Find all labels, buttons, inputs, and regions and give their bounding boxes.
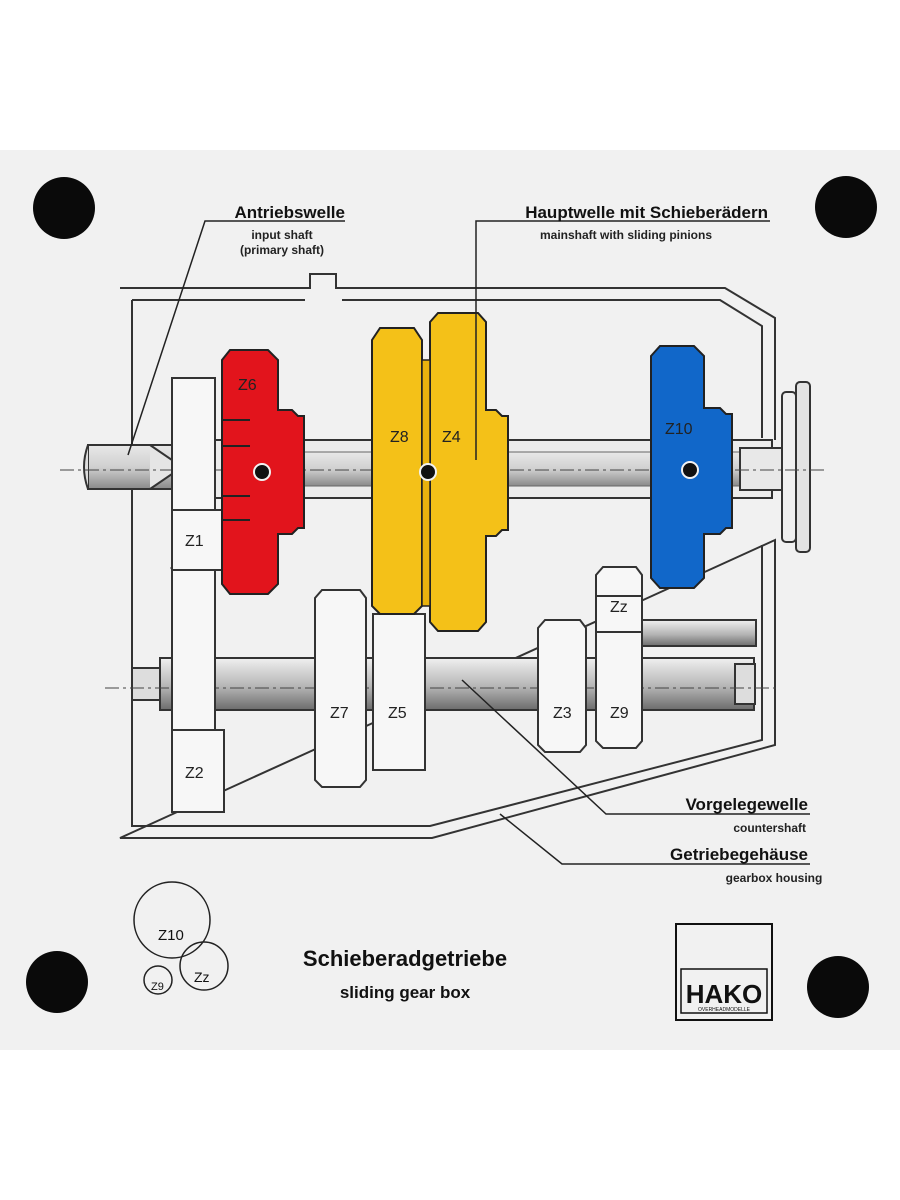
label-countershaft-de: Vorgelegewelle: [685, 795, 808, 814]
inset-label-z10: Z10: [158, 927, 184, 944]
reverse-idler-shaft: [639, 619, 757, 647]
blue-gear-pin: [681, 461, 699, 479]
gear-zz: [595, 595, 643, 633]
gear-label-z3: Z3: [553, 705, 572, 722]
hand-wheel: [781, 381, 811, 553]
title-german: Schieberadgetriebe: [303, 946, 507, 971]
leader-lines: [127, 220, 810, 865]
label-housing-de: Getriebegehäuse: [670, 845, 808, 864]
gear-label-z8: Z8: [390, 429, 409, 446]
yellow-gear-pin: [419, 463, 437, 481]
diagram-sheet: Z6 Z8 Z4 Z10 Z1 Z2 Z7 Z5 Z3 Z9 Zz Antrie…: [0, 150, 900, 1050]
gear-label-z1: Z1: [185, 533, 204, 550]
gear-yellow-z8-z4: [371, 312, 509, 632]
gear-label-z4: Z4: [442, 429, 461, 446]
gear-label-z2: Z2: [185, 765, 204, 782]
logo-brand: HAKO: [686, 979, 763, 1009]
gear-z3: [537, 619, 587, 753]
inset-label-zz: Zz: [194, 969, 210, 985]
inset-label-z9: Z9: [151, 981, 164, 993]
gear-z2: [171, 729, 225, 813]
mounting-hole-bottom-left: [26, 951, 88, 1013]
red-gear-pin: [253, 463, 271, 481]
logo-subtitle: OVERHEADMODELLE: [698, 1007, 751, 1013]
gearbox-diagram: Z6 Z8 Z4 Z10 Z1 Z2 Z7 Z5 Z3 Z9 Zz Antrie…: [26, 176, 877, 1021]
label-input-shaft-en: input shaft: [251, 228, 312, 242]
label-countershaft-en: countershaft: [733, 821, 806, 835]
title-english: sliding gear box: [340, 983, 471, 1002]
gear-label-z10: Z10: [665, 421, 693, 438]
gear-label-z5: Z5: [388, 705, 407, 722]
gear-label-z7: Z7: [330, 705, 349, 722]
gear-z7: [314, 589, 367, 788]
gear-z1: [171, 509, 225, 571]
label-main-shaft-en: mainshaft with sliding pinions: [540, 228, 712, 242]
gear-z5: [372, 613, 426, 771]
mounting-hole-bottom-right: [807, 956, 869, 1018]
gear-label-z6: Z6: [238, 377, 257, 394]
label-input-shaft-en-2: (primary shaft): [240, 243, 324, 257]
inset-gear-diagram: [133, 881, 229, 995]
red-gear-teeth: [222, 419, 250, 521]
gear-label-z9: Z9: [610, 705, 629, 722]
hako-logo: HAKO OVERHEADMODELLE: [675, 923, 773, 1021]
mounting-hole-top-left: [33, 177, 95, 239]
label-input-shaft-de: Antriebswelle: [234, 203, 345, 222]
gear-label-zz: Zz: [610, 599, 628, 616]
label-main-shaft-de: Hauptwelle mit Schieberädern: [525, 203, 768, 222]
countershaft: [131, 657, 756, 711]
label-housing-en: gearbox housing: [726, 871, 823, 885]
mounting-hole-top-right: [815, 176, 877, 238]
